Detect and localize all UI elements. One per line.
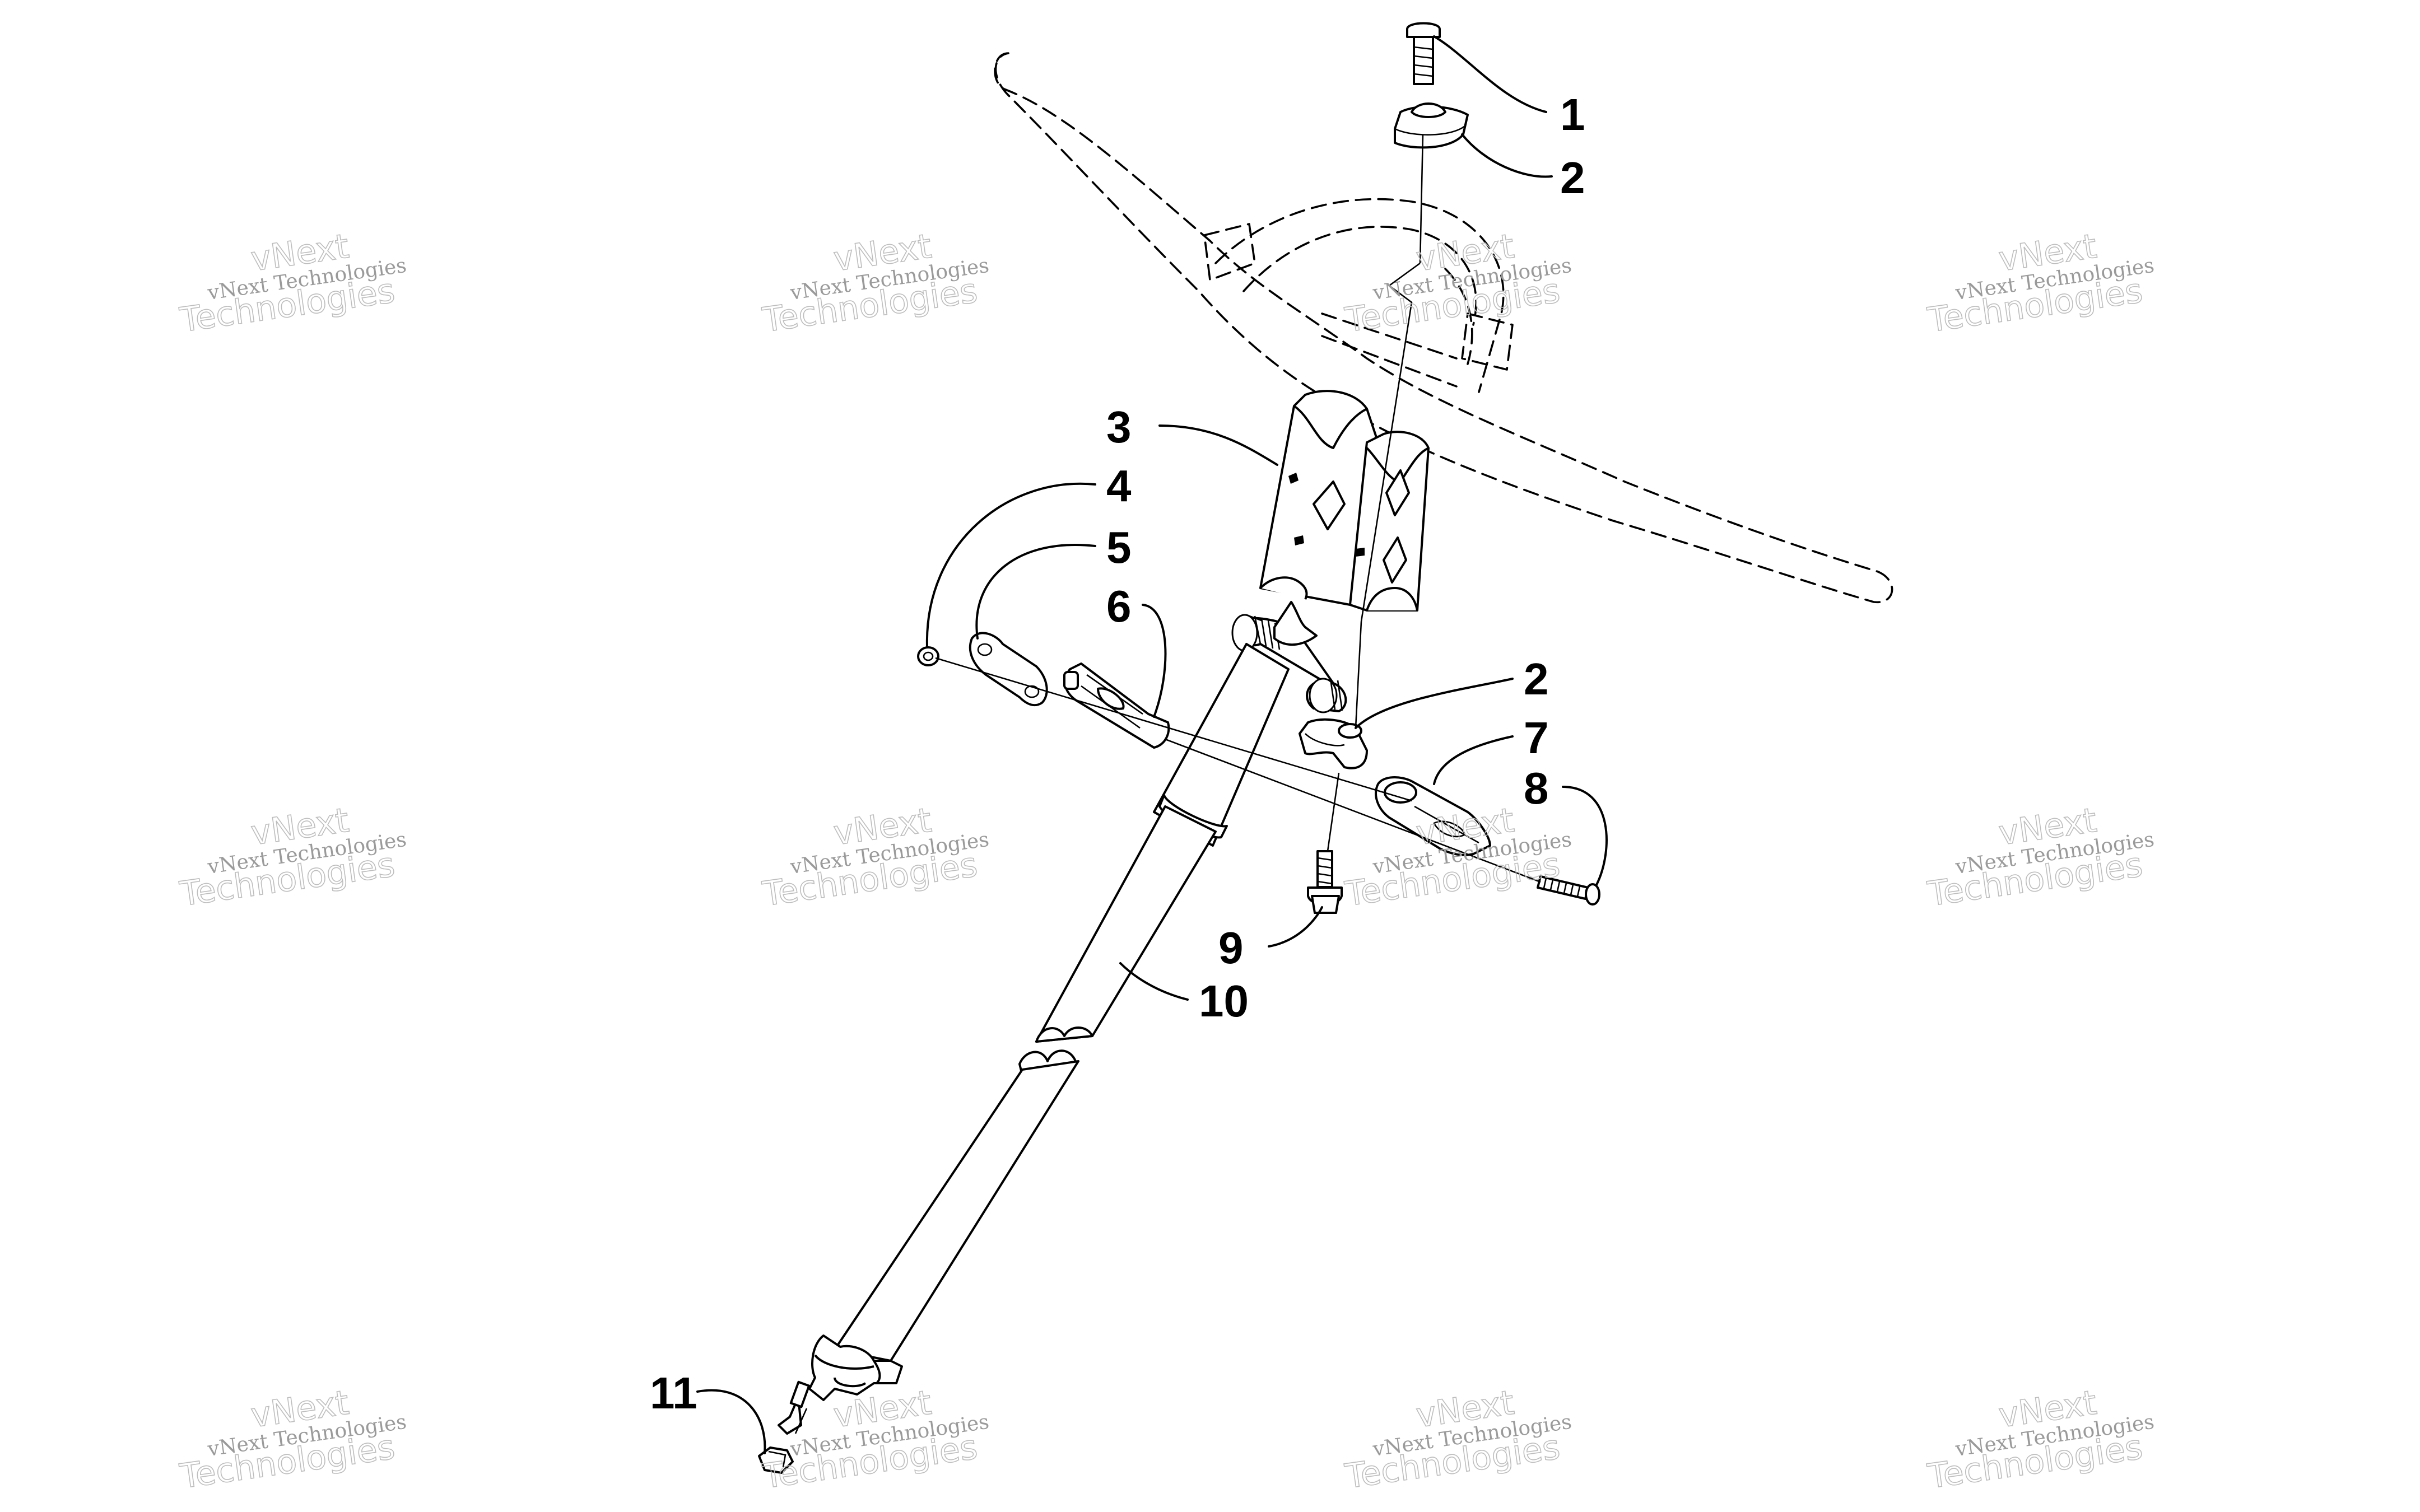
watermark-tile: vNext vNext Technologies Technologies (1342, 1383, 1573, 1497)
callout-2-upper: 2 (1560, 153, 1585, 203)
long-bolt-part-8 (1537, 875, 1600, 906)
callout-11: 11 (650, 1368, 697, 1418)
bracket-part-5 (969, 632, 1048, 707)
steering-post-part-10 (808, 601, 1347, 1401)
watermark-tile: vNext vNext Technologies Technologies (760, 1383, 990, 1497)
watermark-tile: vNext vNext Technologies Technologies (177, 1383, 408, 1497)
callout-7: 7 (1524, 713, 1549, 763)
callout-2-lower: 2 (1524, 654, 1549, 704)
riser-block-part-3 (1259, 390, 1430, 612)
watermark-tile: vNext vNext Technologies Technologies (760, 800, 990, 914)
clamp-cap-upper-part-2 (1394, 102, 1469, 149)
leader-lines (696, 35, 1608, 1454)
callout-9: 9 (1218, 923, 1244, 973)
callout-labels: 1 2 3 4 5 6 2 7 8 9 10 11 (650, 90, 1585, 1418)
assembly-guide-lines (794, 134, 1541, 1434)
callout-3: 3 (1106, 402, 1132, 452)
handlebar-outline (994, 52, 1893, 604)
watermark-tile: vNext vNext Technologies Technologies (760, 226, 990, 340)
watermark-tile: vNext vNext Technologies Technologies (1925, 1383, 2156, 1497)
callout-1: 1 (1560, 90, 1585, 139)
switch-housing-part-6 (1063, 662, 1170, 749)
callout-5: 5 (1106, 522, 1132, 572)
watermark-tile: vNext vNext Technologies Technologies (1925, 800, 2156, 914)
callout-8: 8 (1524, 763, 1549, 813)
bolt-part-1 (1406, 22, 1441, 85)
callout-4: 4 (1106, 461, 1132, 511)
watermark-tile: vNext vNext Technologies Technologies (1925, 226, 2156, 340)
watermark-tile: vNext vNext Technologies Technologies (1342, 226, 1573, 340)
bolt-part-9 (1307, 850, 1343, 914)
watermark-tile: vNext vNext Technologies Technologies (177, 800, 408, 914)
nut-part-4 (917, 646, 939, 666)
clamp-cap-lower-part-2 (1299, 718, 1368, 769)
callout-10: 10 (1199, 976, 1249, 1026)
watermark-tile: vNext vNext Technologies Technologies (177, 226, 408, 340)
callout-6: 6 (1106, 581, 1132, 631)
